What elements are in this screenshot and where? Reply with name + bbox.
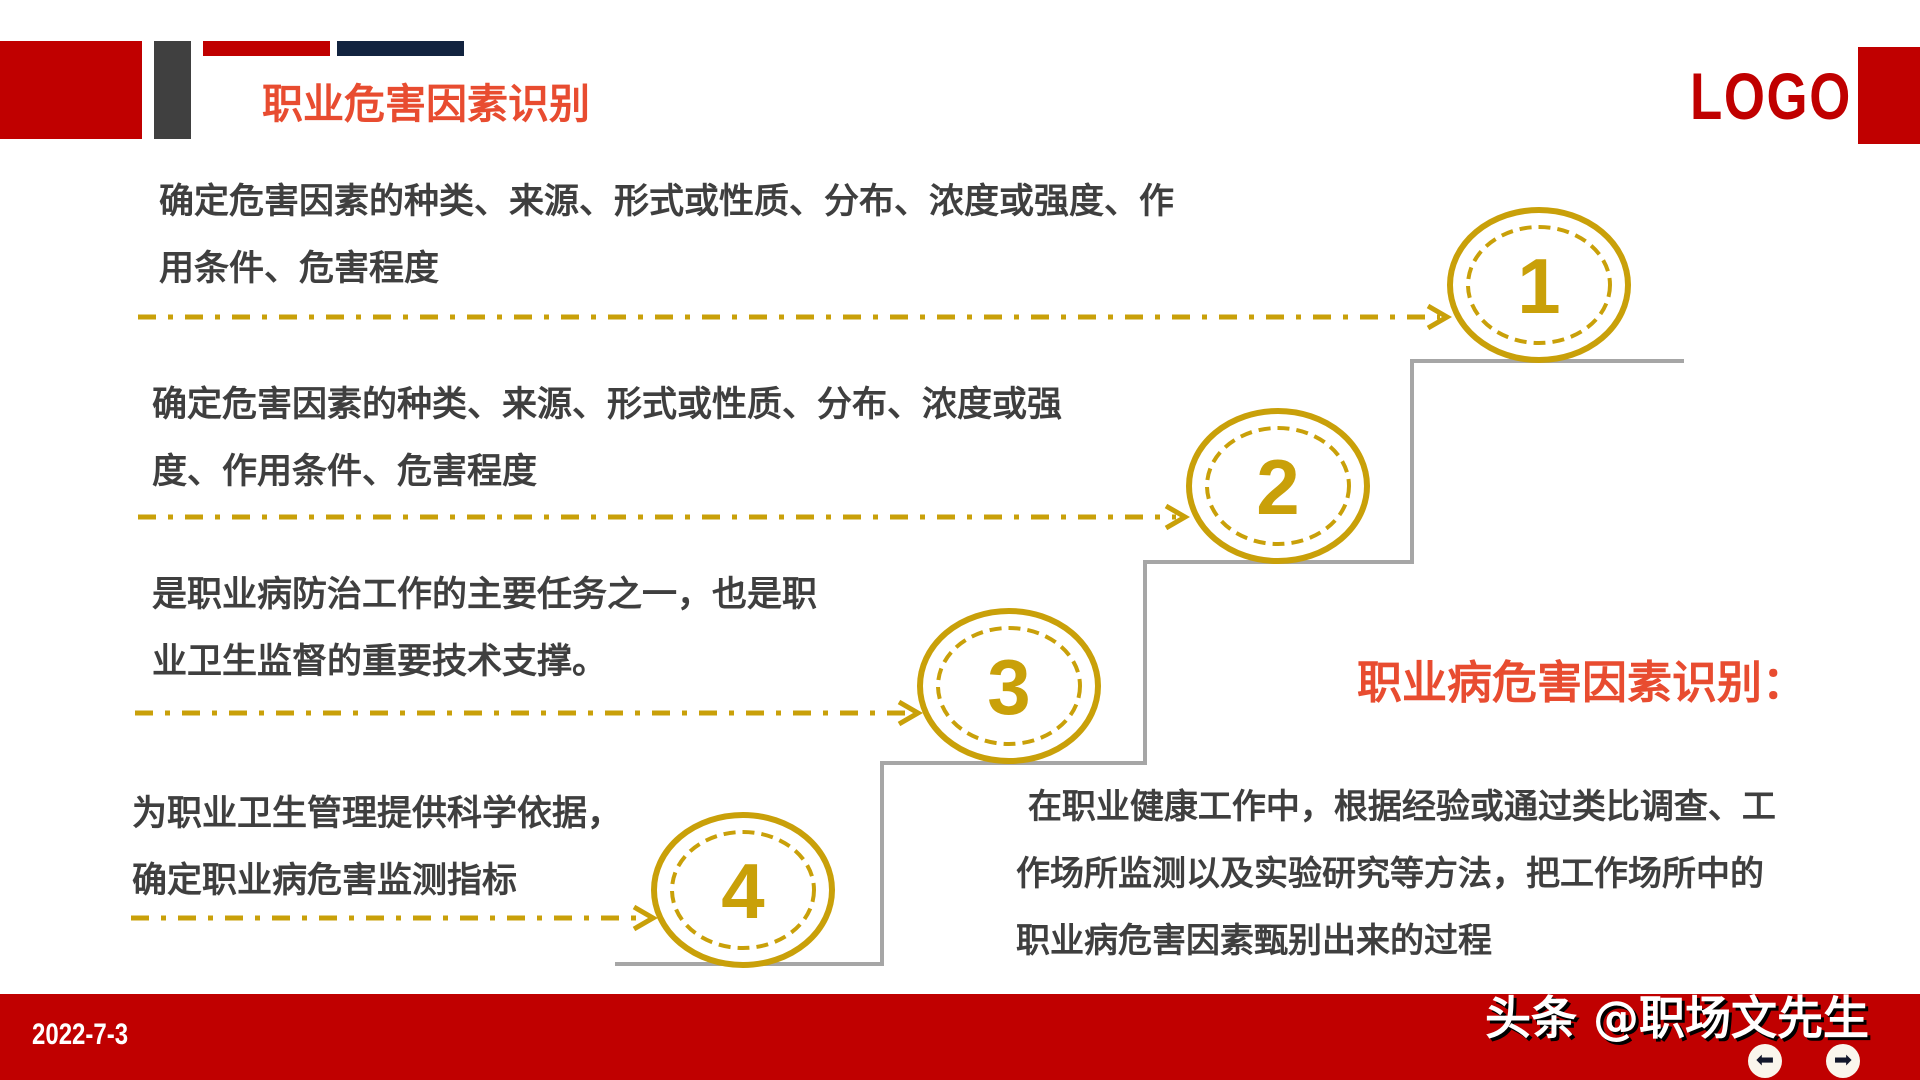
staircase-line <box>615 359 1684 966</box>
step-number-3: 3 <box>987 643 1030 731</box>
header-red-block <box>0 41 142 139</box>
arrowhead-2 <box>1164 503 1190 531</box>
prev-slide-button[interactable]: ⬅ <box>1748 1044 1782 1078</box>
definition-text: 在职业健康工作中，根据经验或通过类比调查、工 作场所监测以及实验研究等方法，把工… <box>1016 774 1776 975</box>
step-4-line-1: 为职业卫生管理提供科学依据， <box>132 794 623 834</box>
step-1-line-2: 用条件、危害程度 <box>159 249 440 289</box>
logo: LOGO <box>1690 59 1852 133</box>
step-2-line-2: 度、作用条件、危害程度 <box>152 452 538 492</box>
step-circle-4 <box>651 812 835 968</box>
step-1-line-1: 确定危害因素的种类、来源、形式或性质、分布、浓度或强度、作 <box>159 182 1175 222</box>
arrow-left-icon: ⬅ <box>1755 1048 1775 1073</box>
definition-line-1: 在职业健康工作中，根据经验或通过类比调查、工 <box>1016 787 1776 827</box>
step-number-2: 2 <box>1256 443 1299 531</box>
page-title: 职业危害因素识别 <box>262 80 590 128</box>
logo-red-block <box>1858 47 1920 144</box>
header-red-line <box>203 41 330 56</box>
arrowhead-4 <box>632 904 658 932</box>
watermark: 头条 @职场文先生 <box>1485 991 1870 1045</box>
step-3-line-2: 业卫生监督的重要技术支撑。 <box>152 642 608 682</box>
definition-line-2: 作场所监测以及实验研究等方法，把工作场所中的 <box>1016 854 1764 894</box>
arrowhead-1 <box>1426 303 1452 331</box>
definition-line-3: 职业病危害因素甄别出来的过程 <box>1016 921 1492 961</box>
footer-bar: 2022-7-3 头条 @职场文先生 ⬅ ➡ <box>0 994 1920 1080</box>
step-circle-3 <box>917 608 1101 764</box>
step-4-text: 为职业卫生管理提供科学依据， 确定职业病危害监测指标 <box>132 781 622 915</box>
step-circle-2 <box>1186 408 1370 564</box>
header-gray-bar <box>154 41 191 139</box>
step-3-text: 是职业病防治工作的主要任务之一，也是职 业卫生监督的重要技术支撑。 <box>152 562 817 696</box>
step-2-text: 确定危害因素的种类、来源、形式或性质、分布、浓度或强 度、作用条件、危害程度 <box>152 372 1062 506</box>
arrow-right-icon: ➡ <box>1833 1048 1853 1073</box>
step-2-line-1: 确定危害因素的种类、来源、形式或性质、分布、浓度或强 <box>152 385 1063 425</box>
next-slide-button[interactable]: ➡ <box>1826 1044 1860 1078</box>
definition-heading: 职业病危害因素识别： <box>1357 656 1808 709</box>
step-number-1: 1 <box>1517 242 1560 330</box>
step-3-line-1: 是职业病防治工作的主要任务之一，也是职 <box>152 575 818 615</box>
header-navy-line <box>337 41 464 56</box>
arrowhead-3 <box>897 699 923 727</box>
step-1-text: 确定危害因素的种类、来源、形式或性质、分布、浓度或强度、作 用条件、危害程度 <box>159 169 1174 303</box>
footer-date: 2022-7-3 <box>32 1018 129 1051</box>
step-circle-1 <box>1447 207 1631 363</box>
step-4-line-2: 确定职业病危害监测指标 <box>132 861 518 901</box>
step-number-4: 4 <box>721 847 764 935</box>
